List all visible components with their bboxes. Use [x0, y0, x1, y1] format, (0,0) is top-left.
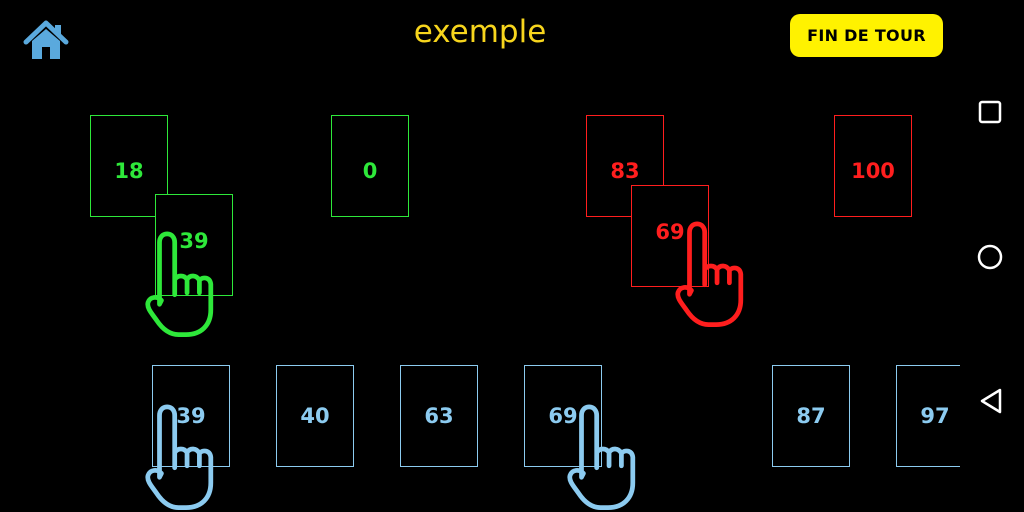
red-pile-2[interactable]: 100: [834, 115, 912, 217]
circle-icon[interactable]: [976, 243, 1004, 271]
green-pile-2[interactable]: 0: [331, 115, 409, 217]
home-icon[interactable]: [22, 20, 70, 62]
hand-card-4[interactable]: 69: [524, 365, 602, 467]
card-value: 87: [796, 404, 826, 428]
square-icon[interactable]: [978, 100, 1002, 124]
card-value: 18: [114, 159, 144, 183]
card-value: 39: [176, 404, 206, 428]
card-value: 97: [920, 404, 950, 428]
card-value: 63: [424, 404, 454, 428]
hand-card-1[interactable]: 39: [152, 365, 230, 467]
end-turn-button[interactable]: FIN DE TOUR: [790, 14, 943, 57]
hand-area: 39 40 63 69 87 97: [152, 365, 974, 467]
card-value: 100: [851, 159, 895, 183]
hand-card-3[interactable]: 63: [400, 365, 478, 467]
hand-card-5[interactable]: 87: [772, 365, 850, 467]
card-value: 40: [300, 404, 330, 428]
page-title: exemple: [413, 14, 547, 50]
card-value: 83: [610, 159, 640, 183]
triangle-back-icon[interactable]: [978, 387, 1004, 415]
red-pile-1[interactable]: 83: [586, 115, 664, 217]
card-value: 0: [362, 159, 378, 183]
system-navbar: [960, 0, 1024, 512]
hand-card-2[interactable]: 40: [276, 365, 354, 467]
card-value: 69: [548, 404, 578, 428]
